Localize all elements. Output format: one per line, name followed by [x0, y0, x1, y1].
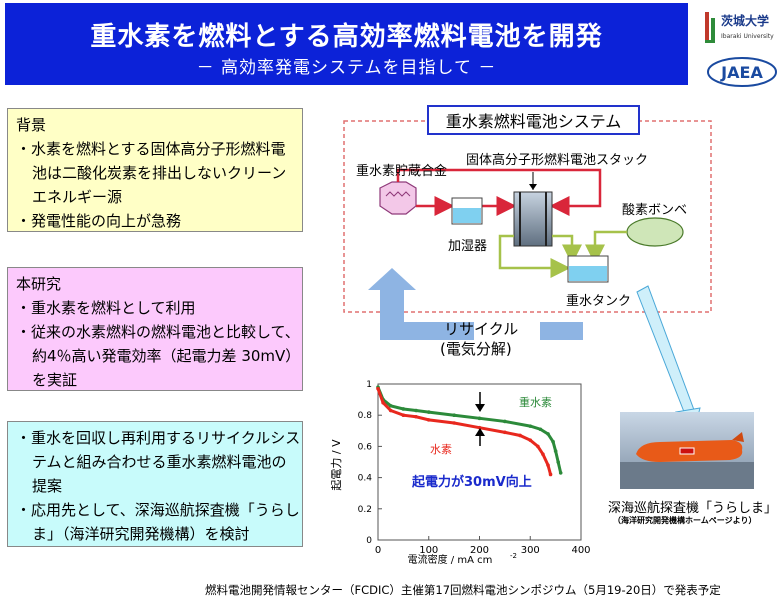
- data-point: [401, 407, 406, 411]
- proposal-line: テムと組み合わせる重水素燃料電池の: [32, 453, 287, 471]
- stack-label: 固体高分子形燃料電池スタック: [466, 153, 649, 168]
- oxygen-label: 酸素ボンベ: [622, 203, 688, 218]
- data-point: [503, 430, 507, 435]
- data-point: [546, 432, 550, 436]
- research-line: ・重水素を燃料として利用: [16, 299, 196, 317]
- data-point: [477, 416, 482, 421]
- system-title: 重水素燃料電池システム: [427, 105, 640, 135]
- ibaraki-name-ja: 茨城大学: [721, 13, 769, 28]
- data-point: [558, 471, 563, 475]
- storage-alloy-pattern: [385, 191, 411, 197]
- data-point: [528, 424, 533, 428]
- background-heading: 背景: [16, 116, 47, 134]
- x-tick-label: 0: [375, 545, 381, 556]
- series-line-0: [376, 386, 563, 474]
- proposal-box: ・重水を回収し再利用するリサイクルシス テムと組み合わせる重水素燃料電池の 提案…: [7, 421, 303, 547]
- data-point: [376, 386, 380, 391]
- y-axis-label: 起電力 / V: [330, 439, 343, 491]
- data-point: [381, 400, 385, 405]
- data-point: [503, 419, 507, 424]
- y-tick-label: 0.8: [358, 411, 373, 421]
- x-tick-label: 200: [470, 545, 489, 556]
- y-tick-label: 0: [366, 536, 372, 546]
- data-point: [536, 444, 540, 449]
- chart-annotation: 起電力が30mV向上: [411, 474, 532, 490]
- footer-note: 燃料電池開発情報センター（FCDIC）主催第17回燃料電池シンポジウム（5月19…: [205, 583, 721, 597]
- title-banner: 重水素を燃料とする高効率燃料電池を開発 － 高効率発電システムを目指して －: [5, 3, 688, 85]
- y-tick-label: 0.2: [358, 505, 372, 515]
- background-line: ・発電性能の向上が急務: [16, 212, 182, 230]
- page-title: 重水素を燃料とする高効率燃料電池を開発: [90, 22, 603, 52]
- pipe-stack-to-tank: [552, 234, 582, 265]
- ibaraki-university-logo: 茨城大学 Ibaraki University: [705, 12, 774, 43]
- data-point: [538, 427, 543, 432]
- pipe-oxygen-to-tank: [585, 230, 627, 265]
- data-point: [414, 408, 418, 413]
- background-line: エネルギー源: [32, 188, 123, 206]
- recycle-label: リサイクル: [444, 320, 519, 338]
- data-point: [551, 439, 555, 444]
- heavy-water-tank-label: 重水タンク: [566, 294, 632, 309]
- polarization-chart: 0 100 200 300 400 0 0.2 0.4 0.6 0.8 1 起電力 / V 電流密度…: [330, 380, 591, 566]
- proposal-line: ま」（海洋研究開発機構）を検討: [32, 525, 250, 543]
- data-point: [388, 404, 393, 408]
- pipe-water-loop: [498, 234, 571, 278]
- humidifier-label: 加湿器: [448, 239, 488, 254]
- research-heading: 本研究: [16, 275, 62, 293]
- link-arrow-to-photo: [636, 285, 698, 423]
- storage-alloy-label: 重水素貯蔵合金: [356, 164, 448, 179]
- background-line: 池は二酸化炭素を排出しないクリーン: [32, 164, 287, 182]
- y-tick-label: 1: [366, 380, 372, 390]
- research-line: ・従来の水素燃料の燃料電池と比較して、: [16, 323, 300, 341]
- oxygen-cylinder-icon: [626, 217, 684, 247]
- x-tick-label: 400: [571, 545, 590, 556]
- data-point: [452, 413, 456, 417]
- data-point: [541, 452, 545, 456]
- photo-caption: 深海巡航探査機「うらしま」: [608, 501, 778, 516]
- ibaraki-name-en: Ibaraki University: [721, 33, 774, 40]
- data-point: [556, 460, 560, 464]
- background-box: 背景 ・水素を燃料とする固体高分子形燃料電 池は二酸化炭素を排出しないクリーン …: [7, 108, 303, 232]
- photo-credit: （海洋研究開発機構ホームページより）: [613, 516, 757, 525]
- proposal-line: ・応用先として、深海巡航探査機「うらし: [16, 501, 300, 519]
- data-point: [518, 433, 522, 438]
- storage-alloy-icon: [379, 181, 417, 215]
- proposal-line: ・重水を回収し再利用するリサイクルシス: [16, 429, 301, 447]
- page-subtitle: － 高効率発電システムを目指して －: [196, 58, 497, 78]
- x-tick-label: 100: [419, 545, 438, 556]
- data-point: [528, 438, 533, 442]
- data-point: [548, 472, 553, 477]
- data-point: [426, 410, 431, 414]
- legend-deuterium: 重水素: [519, 395, 552, 409]
- jaea-logo: JAEA: [707, 57, 777, 87]
- data-point: [414, 414, 418, 419]
- data-point: [553, 449, 558, 453]
- tank-water: [569, 266, 607, 281]
- pipe-return-loop: [396, 168, 602, 216]
- x-axis-label: 電流密度 / mA cm: [408, 553, 493, 566]
- research-line: 約4％高い発電効率（起電力差 30mV）: [32, 347, 301, 365]
- x-axis-label-sup: -2: [510, 552, 517, 560]
- recycle-arrow-right-segment: [540, 322, 583, 340]
- jaea-text: JAEA: [720, 63, 763, 82]
- x-tick-label: 300: [521, 545, 540, 556]
- data-point: [452, 421, 456, 425]
- urashima-photo: [620, 412, 754, 489]
- data-point: [401, 413, 406, 417]
- y-tick-label: 0.6: [358, 442, 373, 452]
- data-point: [546, 463, 550, 467]
- research-line: を実証: [32, 371, 78, 389]
- background-line: ・水素を燃料とする固体高分子形燃料電: [16, 140, 286, 158]
- data-point: [477, 425, 482, 430]
- legend-hydrogen: 水素: [430, 443, 452, 456]
- data-point: [426, 418, 431, 422]
- humidifier-water: [453, 208, 481, 223]
- electrolysis-label: (電気分解): [440, 340, 512, 358]
- submarine-marker: [679, 447, 695, 455]
- research-box: 本研究 ・重水素を燃料として利用 ・従来の水素燃料の燃料電池と比較して、 約4％…: [7, 267, 303, 391]
- proposal-line: 提案: [32, 477, 63, 495]
- recycle-arrow-icon: [368, 268, 474, 340]
- y-tick-label: 0.4: [358, 474, 373, 484]
- data-point: [388, 408, 393, 413]
